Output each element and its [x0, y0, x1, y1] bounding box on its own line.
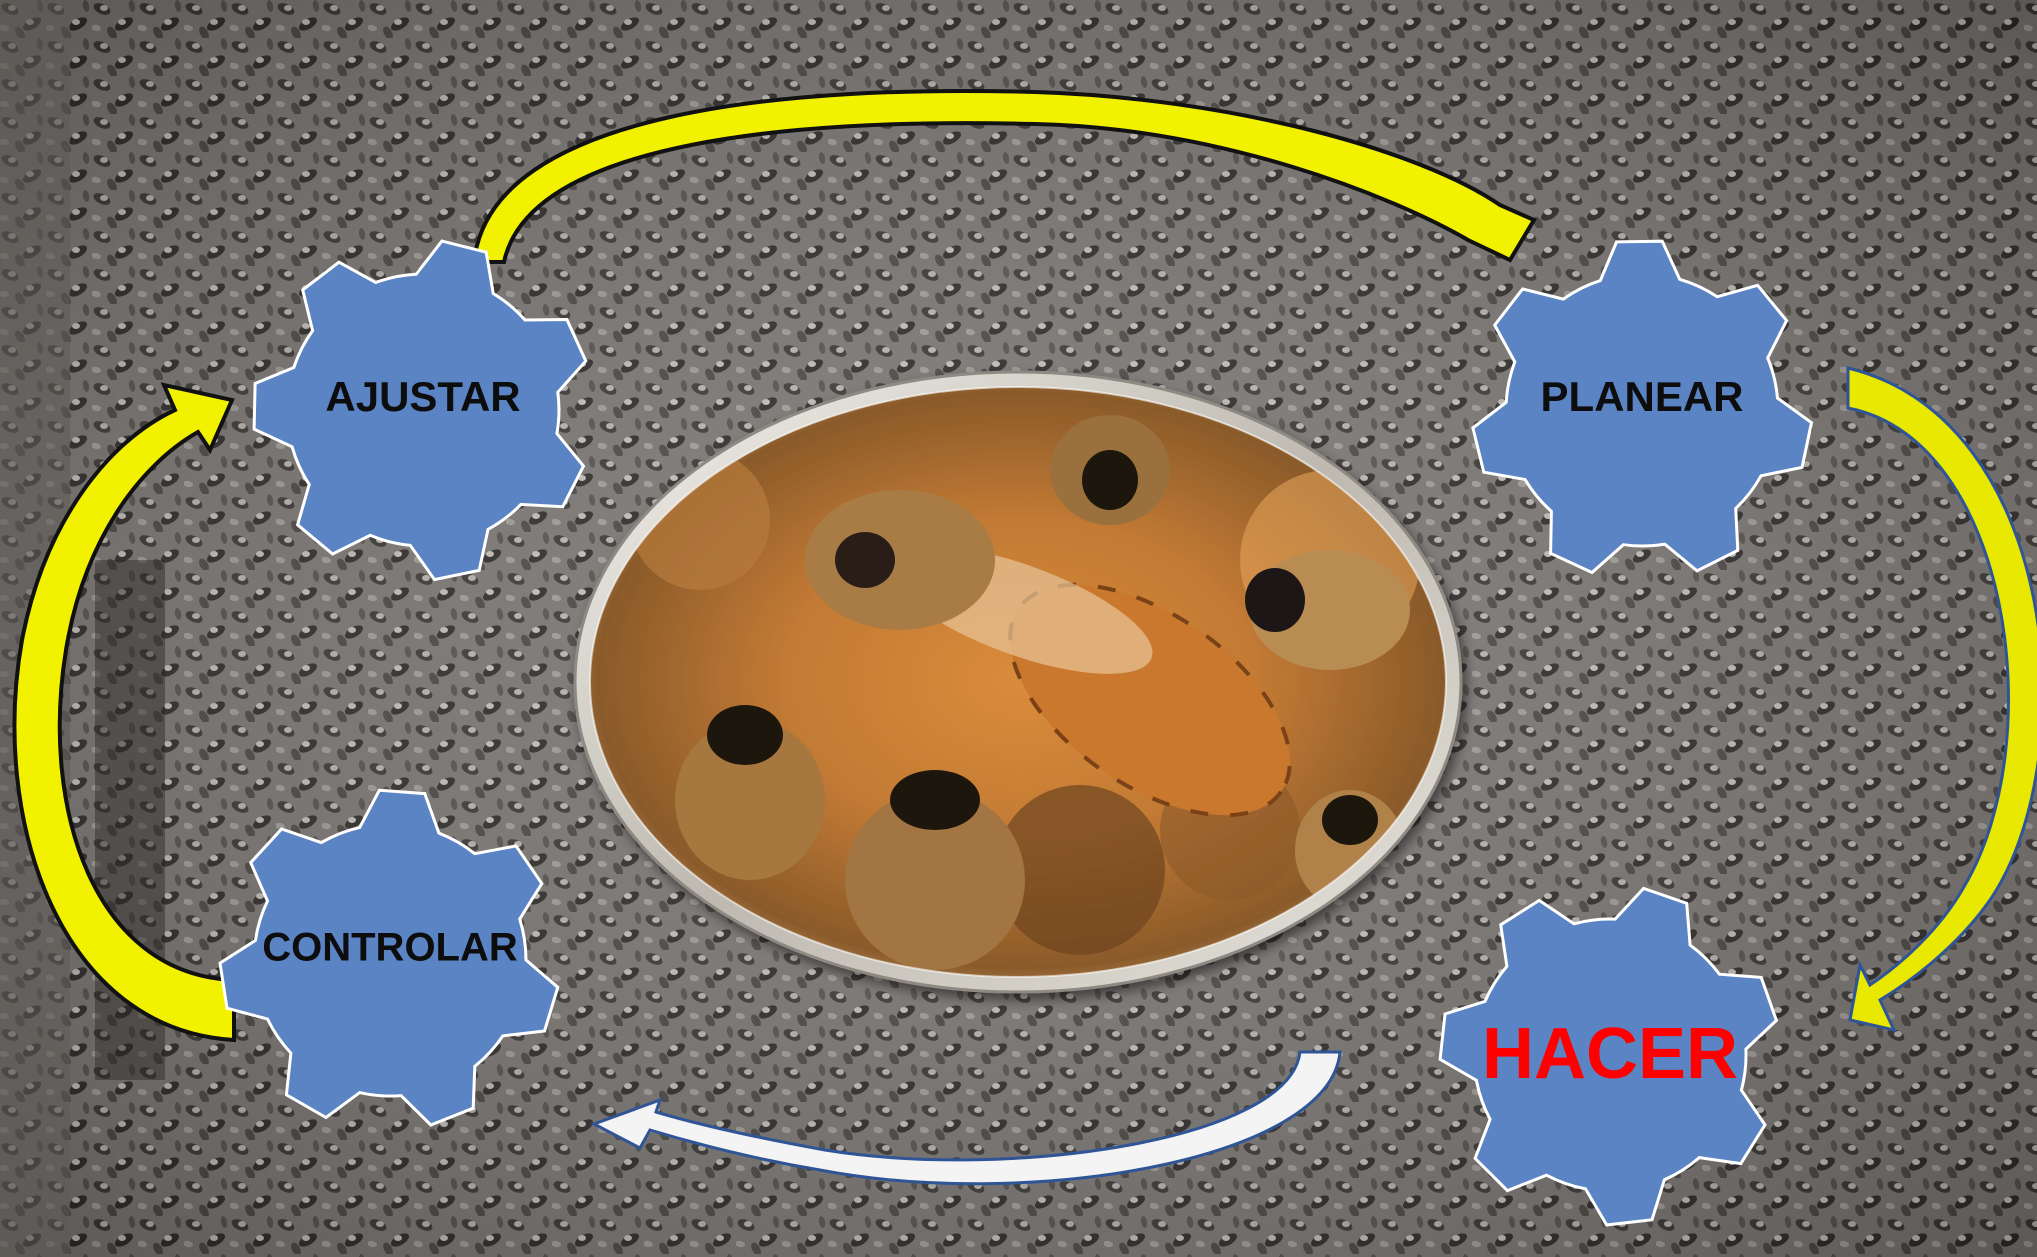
gear-planear-label: PLANEAR: [1540, 373, 1743, 420]
queen-bee-photo: [575, 372, 1461, 992]
gear-hacer-label: HACER: [1482, 1014, 1738, 1094]
gear-controlar-label: CONTROLAR: [262, 926, 518, 970]
gear-ajustar-label: AJUSTAR: [325, 373, 520, 420]
